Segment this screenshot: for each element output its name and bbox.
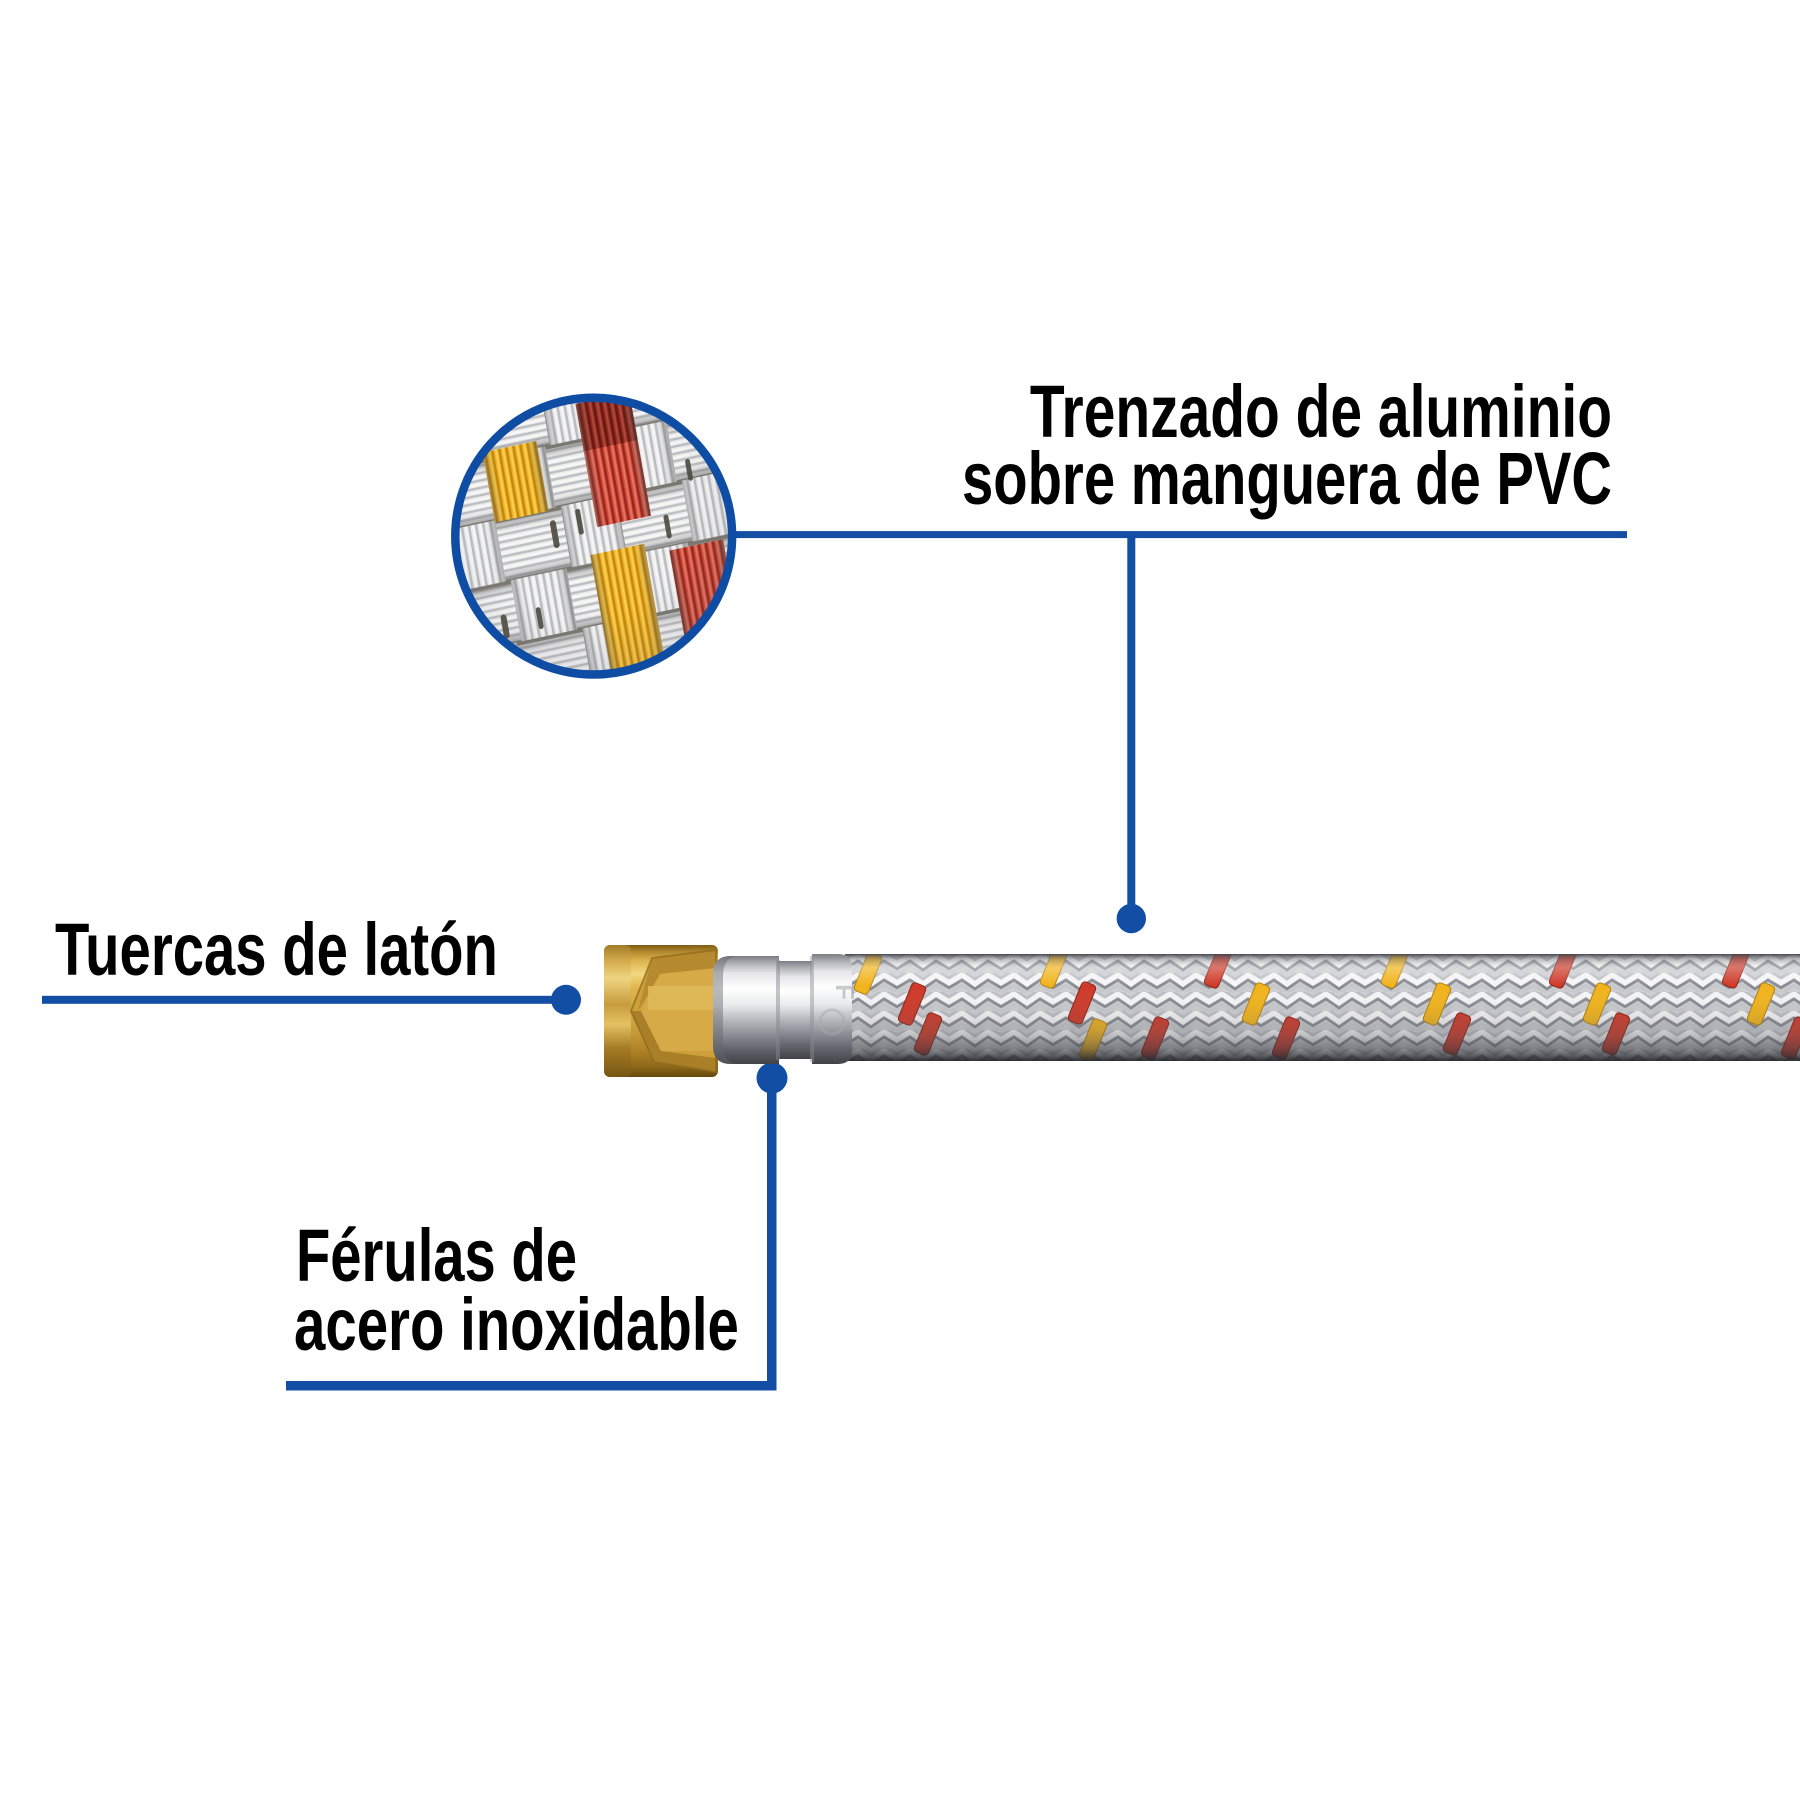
svg-text:Férulas de: Férulas de <box>296 1215 577 1297</box>
svg-text:sobre manguera de PVC: sobre manguera de PVC <box>962 438 1612 520</box>
svg-text:Trenzado de aluminio: Trenzado de aluminio <box>1030 370 1612 453</box>
svg-text:acero inoxidable: acero inoxidable <box>294 1283 739 1366</box>
svg-text:F: F <box>830 984 860 1000</box>
svg-text:Tuercas de latón: Tuercas de latón <box>55 907 498 990</box>
